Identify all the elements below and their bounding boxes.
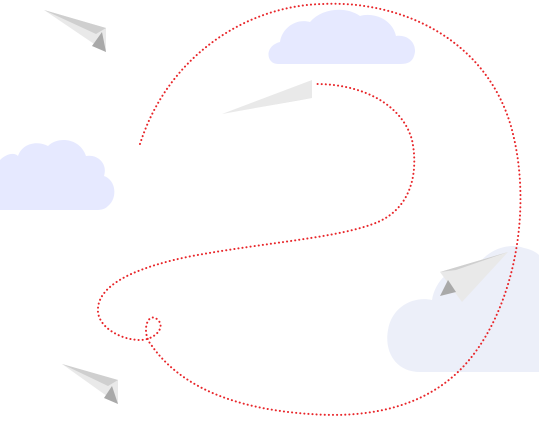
cloud-right (387, 246, 539, 372)
plane-bottom-left (62, 364, 118, 404)
plane-top-left (44, 10, 106, 52)
cloud-top (268, 9, 416, 64)
flight-path (96, 2, 522, 416)
cloud-left (0, 140, 115, 210)
plane-right (440, 252, 508, 302)
plane-mid-top (222, 80, 312, 114)
